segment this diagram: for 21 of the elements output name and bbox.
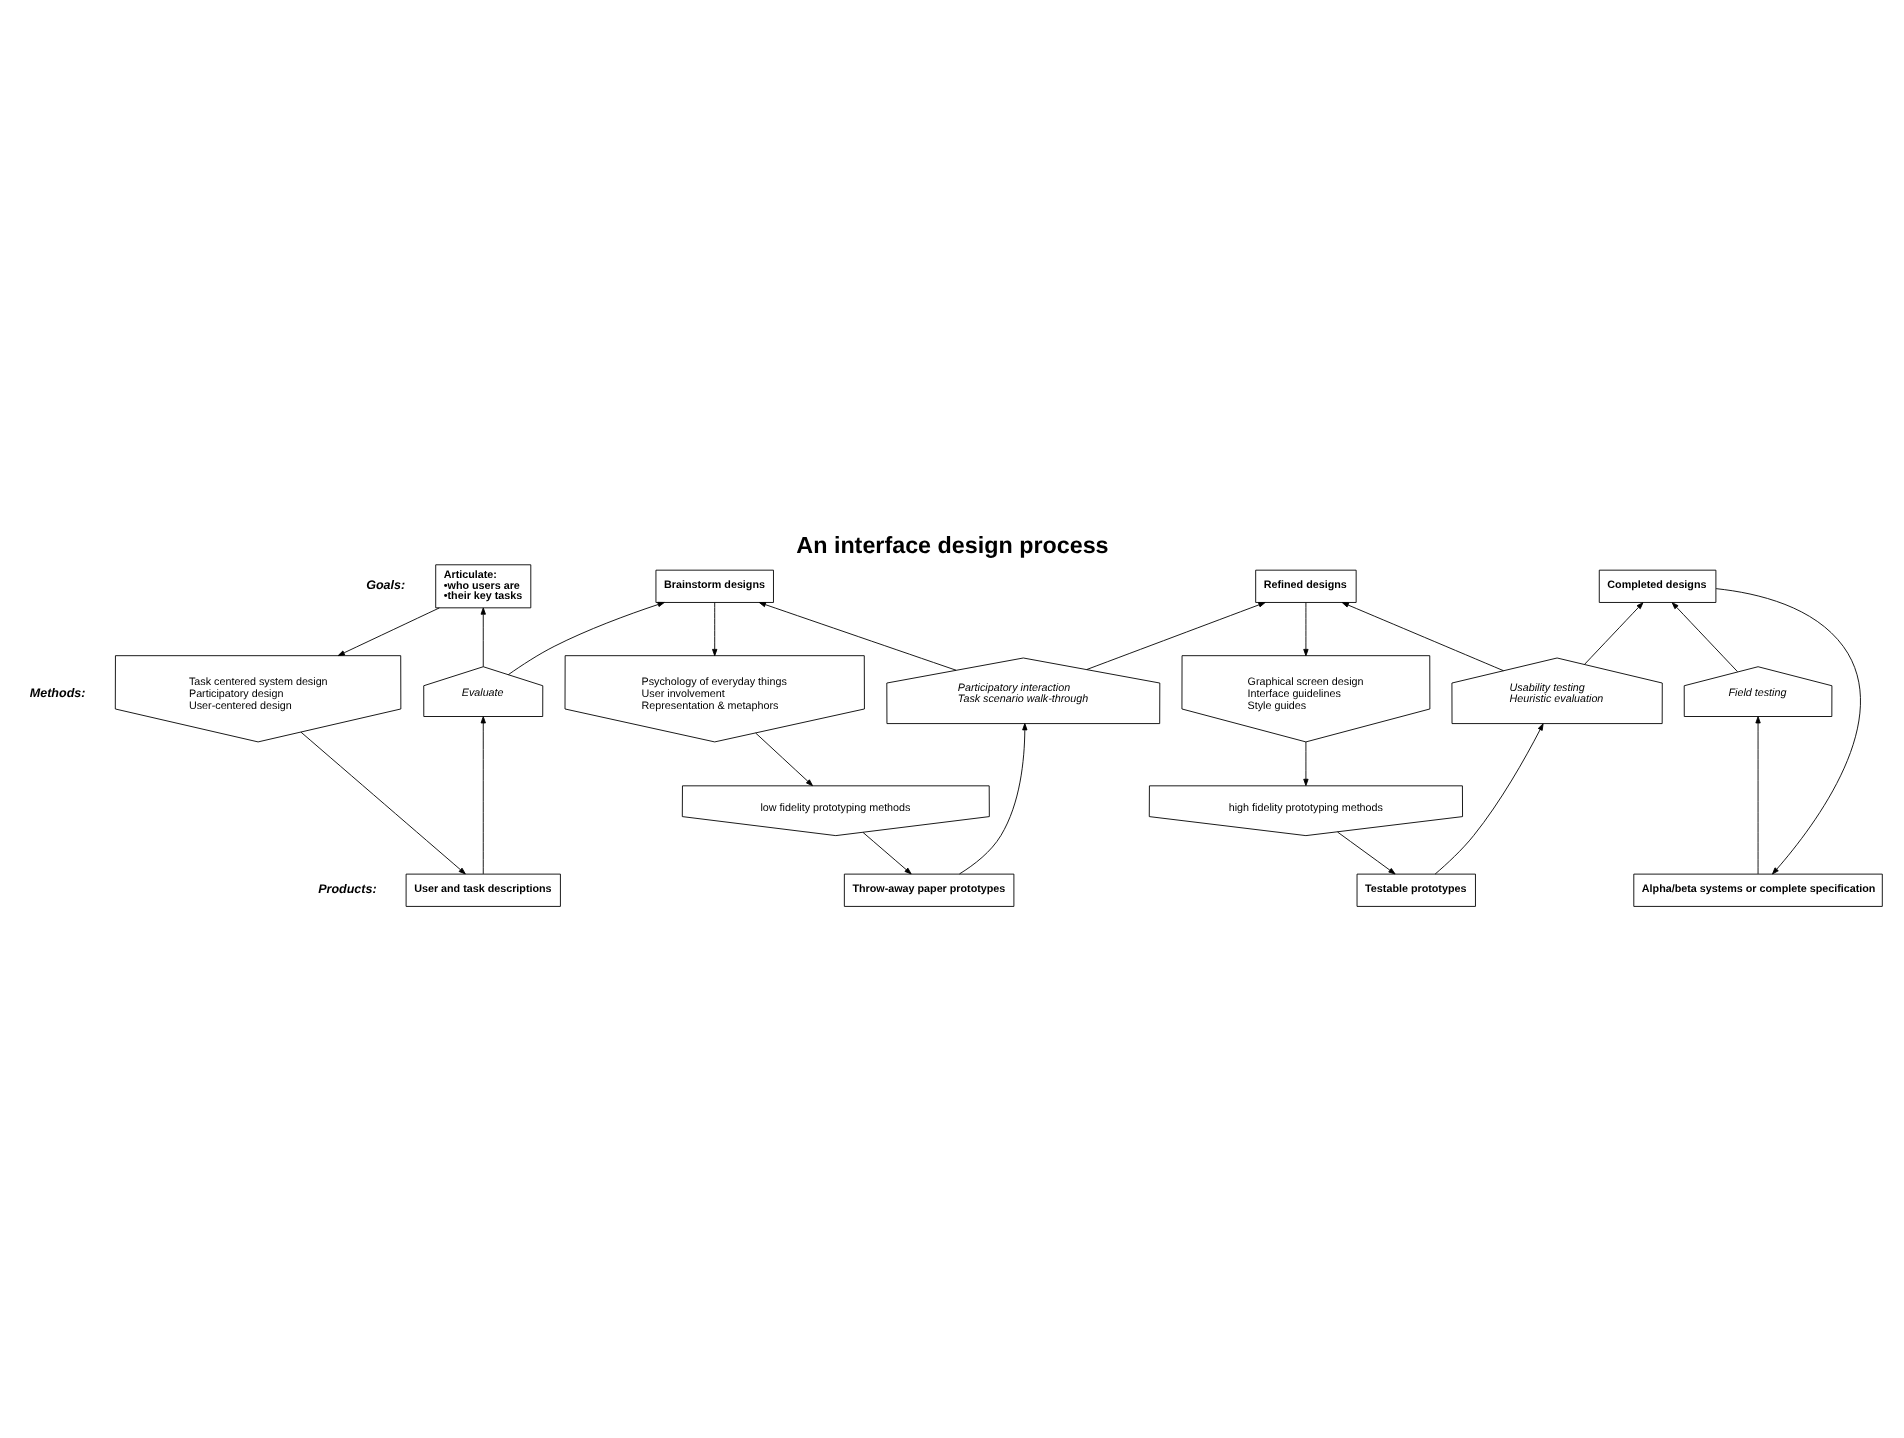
arrow	[1584, 602, 1644, 665]
arrow	[1434, 723, 1544, 875]
arrow	[755, 732, 813, 787]
diagram-title: An interface design process	[796, 532, 1109, 559]
arrow	[1337, 831, 1396, 875]
arrow	[1303, 602, 1309, 657]
arrow	[337, 607, 440, 657]
arrow	[1341, 602, 1504, 672]
arrow	[862, 832, 912, 875]
arrow	[1086, 602, 1266, 670]
arrow	[480, 607, 486, 668]
arrow	[480, 716, 486, 875]
arrow	[712, 602, 718, 657]
arrow	[1671, 602, 1738, 673]
arrow	[1303, 741, 1309, 786]
arrow	[1755, 716, 1761, 875]
arrow	[758, 602, 957, 671]
arrow	[507, 601, 665, 676]
arrow	[300, 731, 466, 875]
arrow	[959, 723, 1028, 875]
arrow	[1715, 588, 1861, 875]
